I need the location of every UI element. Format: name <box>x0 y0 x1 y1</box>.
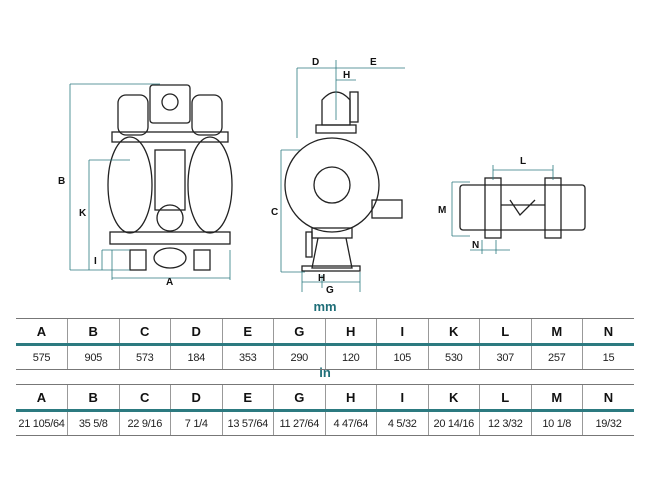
dim-label-H-bottom: H <box>318 273 325 284</box>
value-cell: 19/32 <box>582 410 634 436</box>
header-cell: A <box>16 318 68 346</box>
header-cell: M <box>530 384 583 412</box>
header-cell: B <box>67 384 119 412</box>
header-cell: E <box>221 318 274 346</box>
value-cell: 184 <box>170 344 222 370</box>
value-cell: 22 9/16 <box>118 410 171 436</box>
value-cell: 35 5/8 <box>67 410 119 436</box>
front-view: B K I A <box>58 83 233 288</box>
value-cell: 290 <box>273 344 325 370</box>
value-cell: 905 <box>67 344 119 370</box>
header-cell: K <box>427 384 480 412</box>
header-cell: H <box>324 318 377 346</box>
value-cell: 530 <box>427 344 480 370</box>
side-view: D E H C H G <box>271 57 405 296</box>
header-cell: M <box>530 318 583 346</box>
header-cell: A <box>16 384 68 412</box>
dim-label-M: M <box>438 205 446 216</box>
value-cell: 105 <box>376 344 428 370</box>
value-cell: 10 1/8 <box>530 410 583 436</box>
top-view: L M N <box>438 156 586 254</box>
dim-label-H-top: H <box>343 70 350 81</box>
header-cell: G <box>273 318 325 346</box>
header-cell: L <box>479 384 531 412</box>
dim-label-N: N <box>472 240 479 251</box>
dim-label-D: D <box>312 57 319 68</box>
dim-label-G: G <box>326 285 334 296</box>
header-cell: N <box>582 318 634 346</box>
value-cell: 353 <box>221 344 274 370</box>
header-cell: I <box>376 384 428 412</box>
value-cell: 575 <box>16 344 68 370</box>
value-cell: 15 <box>582 344 634 370</box>
dim-label-L: L <box>520 156 526 167</box>
in-table-title: in <box>319 365 331 380</box>
header-cell: B <box>67 318 119 346</box>
value-cell: 20 14/16 <box>427 410 480 436</box>
header-cell: N <box>582 384 634 412</box>
value-cell: 21 105/64 <box>16 410 68 436</box>
header-cell: D <box>170 318 222 346</box>
dim-label-B: B <box>58 176 65 187</box>
header-cell: L <box>479 318 531 346</box>
header-cell: D <box>170 384 222 412</box>
header-cell: I <box>376 318 428 346</box>
value-cell: 7 1/4 <box>170 410 222 436</box>
header-cell: G <box>273 384 325 412</box>
header-cell: C <box>118 384 171 412</box>
pump-dimension-drawing: B K I A D E H C H G L M N <box>58 57 586 296</box>
value-cell: 120 <box>324 344 377 370</box>
dim-label-K: K <box>79 208 87 219</box>
value-cell: 257 <box>530 344 583 370</box>
value-cell: 12 3/32 <box>479 410 531 436</box>
value-cell: 4 5/32 <box>376 410 428 436</box>
value-cell: 573 <box>118 344 171 370</box>
dim-label-I: I <box>94 256 97 267</box>
value-cell: 4 47/64 <box>324 410 377 436</box>
header-cell: K <box>427 318 480 346</box>
mm-table-title: mm <box>313 299 337 314</box>
dim-label-E: E <box>370 57 377 68</box>
dim-label-C: C <box>271 207 278 218</box>
value-cell: 11 27/64 <box>273 410 325 436</box>
value-cell: 13 57/64 <box>221 410 274 436</box>
dim-label-A: A <box>166 277 173 288</box>
header-cell: H <box>324 384 377 412</box>
value-cell: 307 <box>479 344 531 370</box>
header-cell: E <box>221 384 274 412</box>
header-cell: C <box>118 318 171 346</box>
